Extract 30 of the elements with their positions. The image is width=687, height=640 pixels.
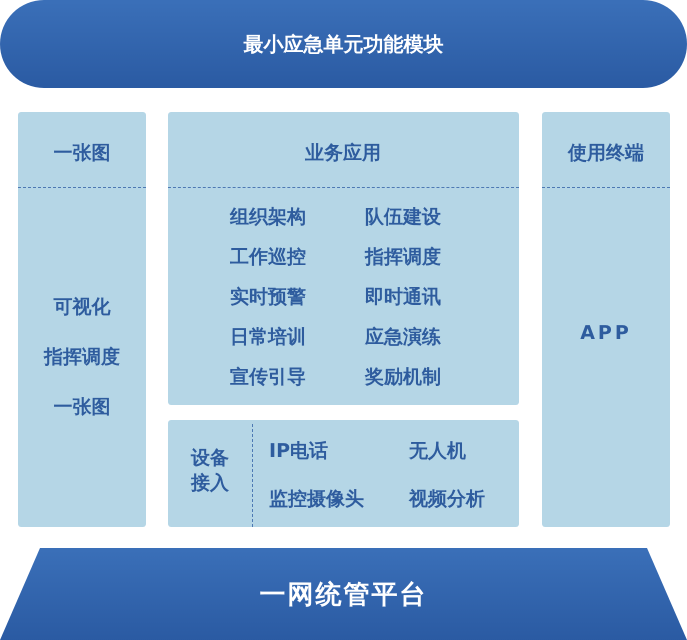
side-panel [542, 112, 670, 527]
function-item: 实时预警 [230, 285, 306, 310]
function-item: 即时通讯 [365, 285, 441, 310]
function-item: 日常培训 [230, 325, 306, 350]
platform-base [0, 548, 687, 640]
function-item: 组织架构 [230, 205, 306, 230]
device-item: 视频分析 [409, 487, 485, 512]
panel-text: 一张图 [54, 395, 110, 420]
banner-title: 最小应急单元功能模块 [244, 30, 444, 58]
panel-heading: 业务应用 [305, 141, 381, 166]
panel-text: APP [580, 322, 632, 344]
panel-heading: 设备接入 [190, 446, 230, 496]
main-panel [168, 112, 519, 405]
device-item: 监控摄像头 [269, 487, 364, 512]
panel-heading: 一张图 [54, 141, 110, 166]
function-item: 指挥调度 [365, 245, 441, 270]
device-item: 无人机 [409, 439, 466, 464]
platform-title: 一网统管平台 [260, 578, 428, 612]
device-item: IP电话 [269, 439, 328, 464]
function-item: 队伍建设 [365, 205, 441, 230]
side-panel [18, 112, 146, 527]
device-panel [168, 420, 519, 527]
function-item: 应急演练 [365, 325, 441, 350]
panel-heading: 使用终端 [568, 141, 644, 166]
function-item: 奖励机制 [365, 365, 441, 390]
function-item: 宣传引导 [230, 365, 306, 390]
module-banner [0, 0, 687, 88]
function-item: 工作巡控 [230, 245, 306, 270]
panel-text: 指挥调度 [44, 345, 120, 370]
panel-text: 可视化 [54, 295, 110, 320]
